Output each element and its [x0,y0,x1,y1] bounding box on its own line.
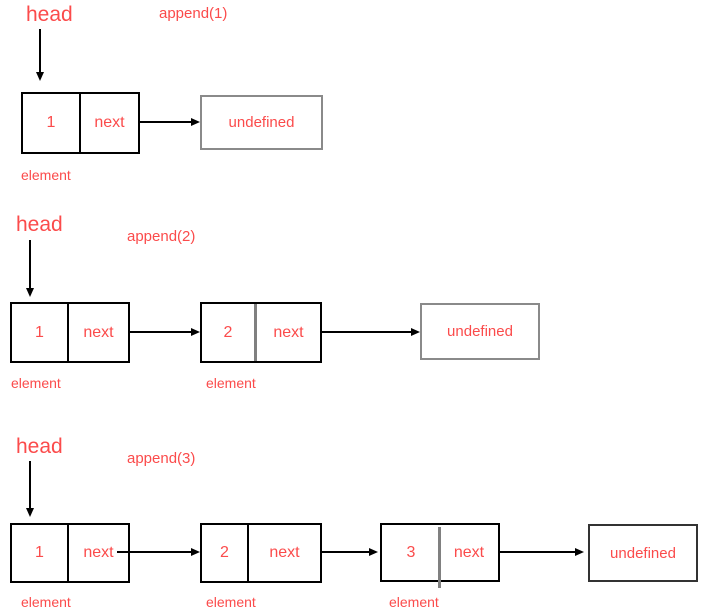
node-value-cell: 3 [406,543,416,561]
node-divider-line [438,527,441,588]
next-pointer-arrow-icon [500,548,584,556]
head-label: head [16,435,63,458]
operation-label: append(3) [127,450,196,467]
list-node: 2 next [200,523,322,583]
head-pointer-arrow-icon [26,240,34,297]
node-next-cell: next [269,544,300,561]
undefined-box: undefined [420,303,540,360]
list-node: 2 next [200,302,322,363]
head-pointer-arrow-icon [26,461,34,517]
node-value-cell: 1 [23,94,81,152]
node-next-cell: next [94,114,125,131]
node-caption: element [206,375,256,391]
next-pointer-arrow-icon [322,548,378,556]
node-next-cell: next [273,323,304,341]
node-caption: element [389,594,439,610]
list-node: 1 next [21,92,140,154]
undefined-box: undefined [588,524,698,582]
node-value-cell: 1 [12,525,69,581]
operation-label: append(1) [159,5,228,22]
next-pointer-arrow-icon [117,548,200,556]
undefined-box: undefined [200,95,323,150]
node-value-cell: 2 [202,525,249,581]
head-pointer-arrow-icon [36,29,44,81]
node-value-cell: 2 [202,304,257,361]
node-caption: element [21,167,71,183]
list-node: 1 next [10,302,130,363]
node-caption: element [11,375,61,391]
next-pointer-arrow-icon [322,328,420,336]
node-next-cell: next [83,544,114,561]
head-label: head [16,213,63,236]
list-node: 1 next [10,523,130,583]
head-label: head [26,3,73,26]
node-next-cell: next [453,543,485,561]
node-next-cell: next [83,323,114,341]
node-value-cell: 1 [12,304,69,361]
next-pointer-arrow-icon [140,118,200,126]
node-caption: element [21,594,71,610]
operation-label: append(2) [127,228,196,245]
next-pointer-arrow-icon [130,328,200,336]
node-caption: element [206,594,256,610]
